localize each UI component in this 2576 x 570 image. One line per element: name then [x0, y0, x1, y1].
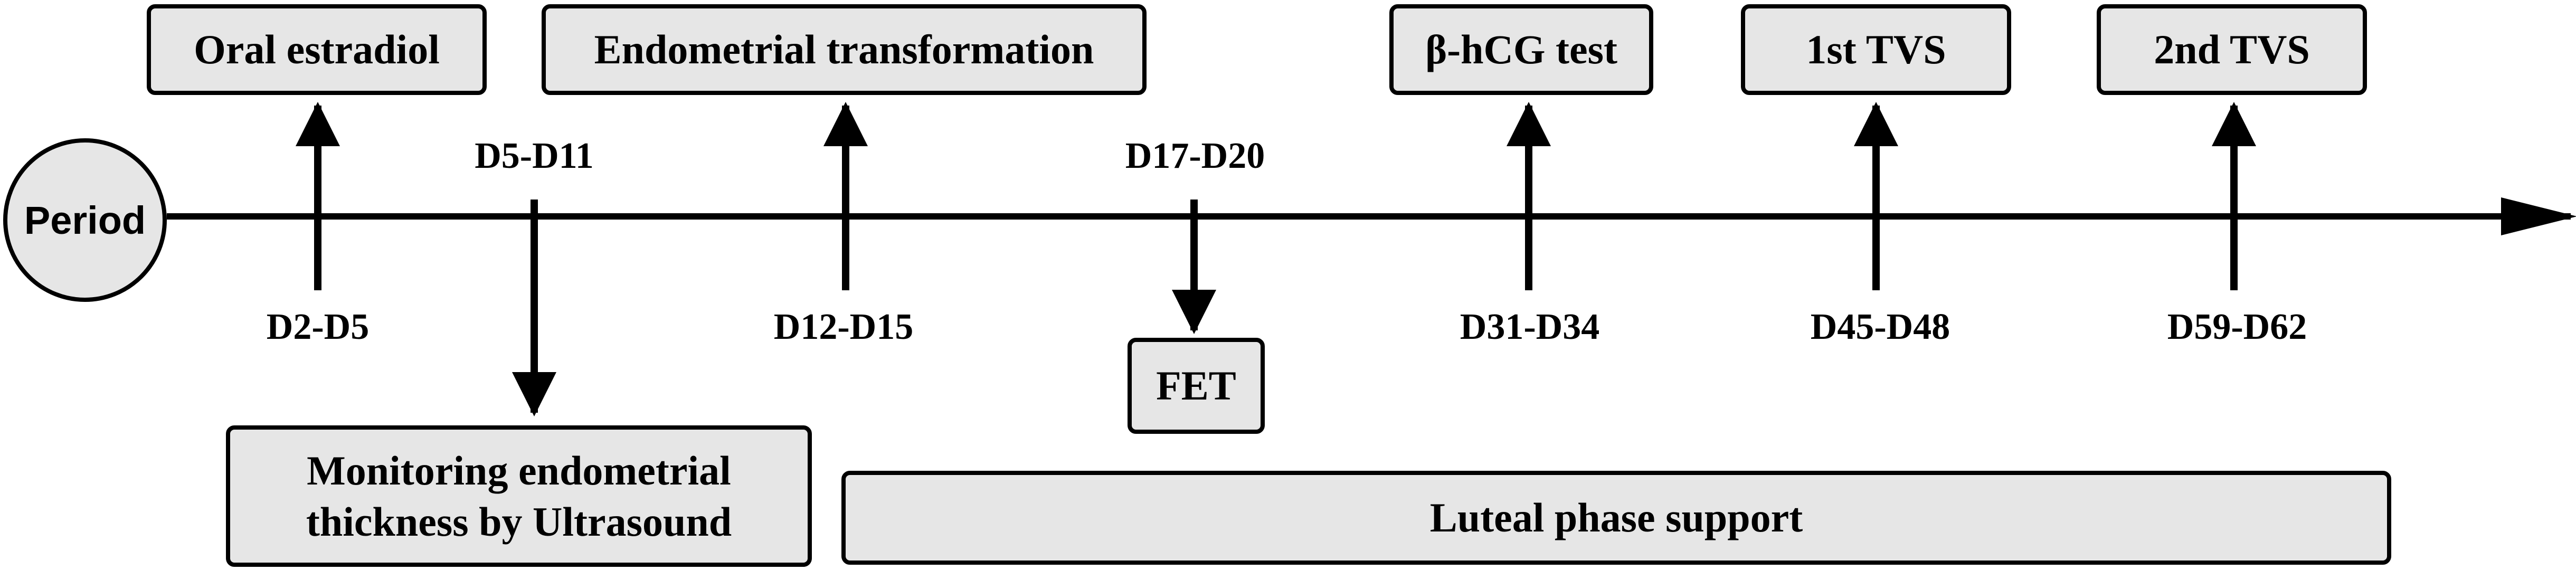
- day-label-d5-d11: D5-D11: [475, 136, 594, 176]
- day-label-d31-d34: D31-D34: [1460, 307, 1600, 347]
- day-label-d12-d15: D12-D15: [773, 307, 914, 347]
- monitoring-ultrasound-box: Monitoring endometrial thickness by Ultr…: [226, 425, 812, 567]
- period-start-node: Period: [3, 138, 167, 302]
- endometrial-transformation-box: Endometrial transformation: [542, 4, 1147, 95]
- day-label-d45-d48: D45-D48: [1810, 307, 1950, 347]
- day-label-d2-d5: D2-D5: [266, 307, 370, 347]
- hcg-test-box: β-hCG test: [1389, 4, 1653, 95]
- day-label-d59-d62: D59-D62: [2167, 307, 2307, 347]
- oral-estradiol-box: Oral estradiol: [147, 4, 487, 95]
- day-label-d17-d20: D17-D20: [1125, 136, 1265, 176]
- second-tvs-box: 2nd TVS: [2097, 4, 2367, 95]
- first-tvs-box: 1st TVS: [1741, 4, 2011, 95]
- luteal-phase-support-bar: Luteal phase support: [841, 471, 2391, 565]
- fet-box: FET: [1128, 338, 1265, 434]
